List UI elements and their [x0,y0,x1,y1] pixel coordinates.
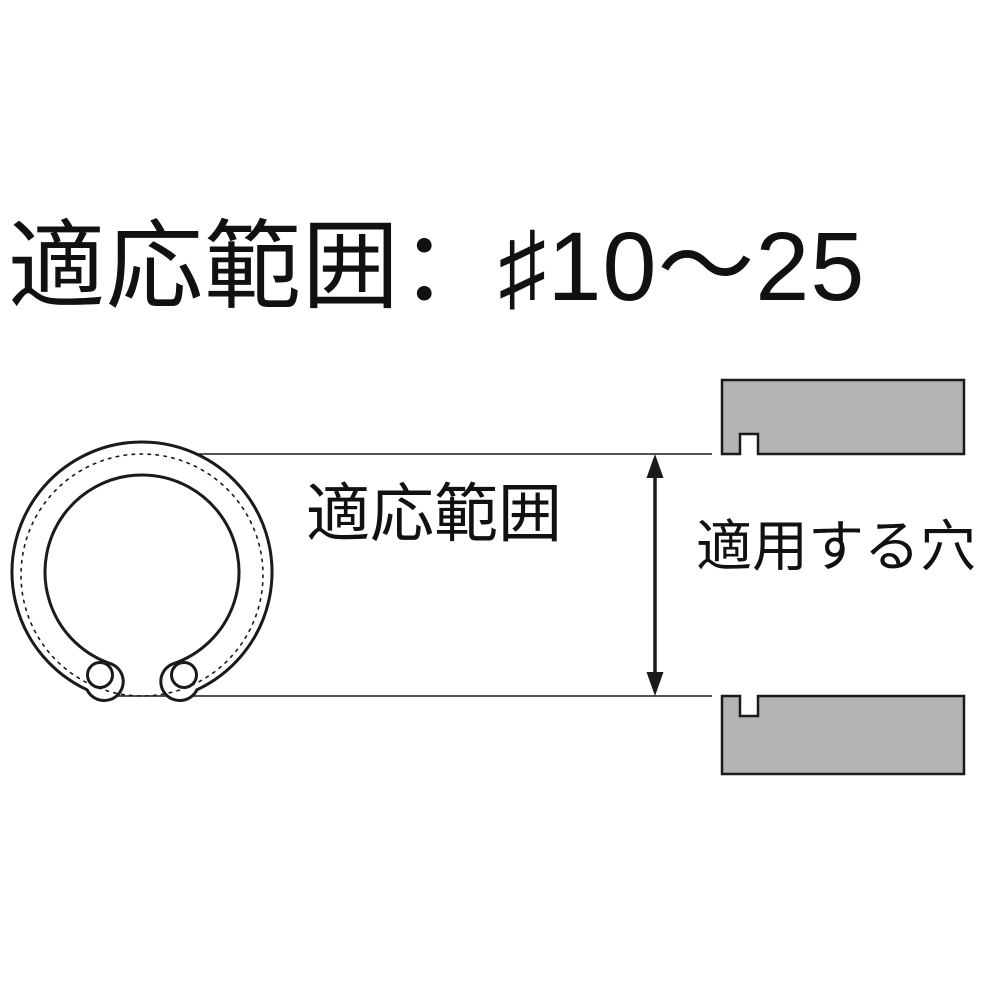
installed-diameter-dotted-circle [20,453,264,697]
range-label: 適応範囲 [306,478,562,550]
arrowhead-down-icon [646,672,664,696]
ring-lug-hole-left [86,661,114,689]
hole-label: 適用する穴 [696,515,976,578]
housing-block-top [720,378,966,456]
dimension-arrow [646,454,664,696]
housing-block-bottom [720,694,966,776]
title-text: 適応範囲：♯10～25 [8,212,865,321]
ring-lug-hole-right [170,661,198,689]
arrowhead-up-icon [646,454,664,478]
ring-outline [10,440,274,703]
